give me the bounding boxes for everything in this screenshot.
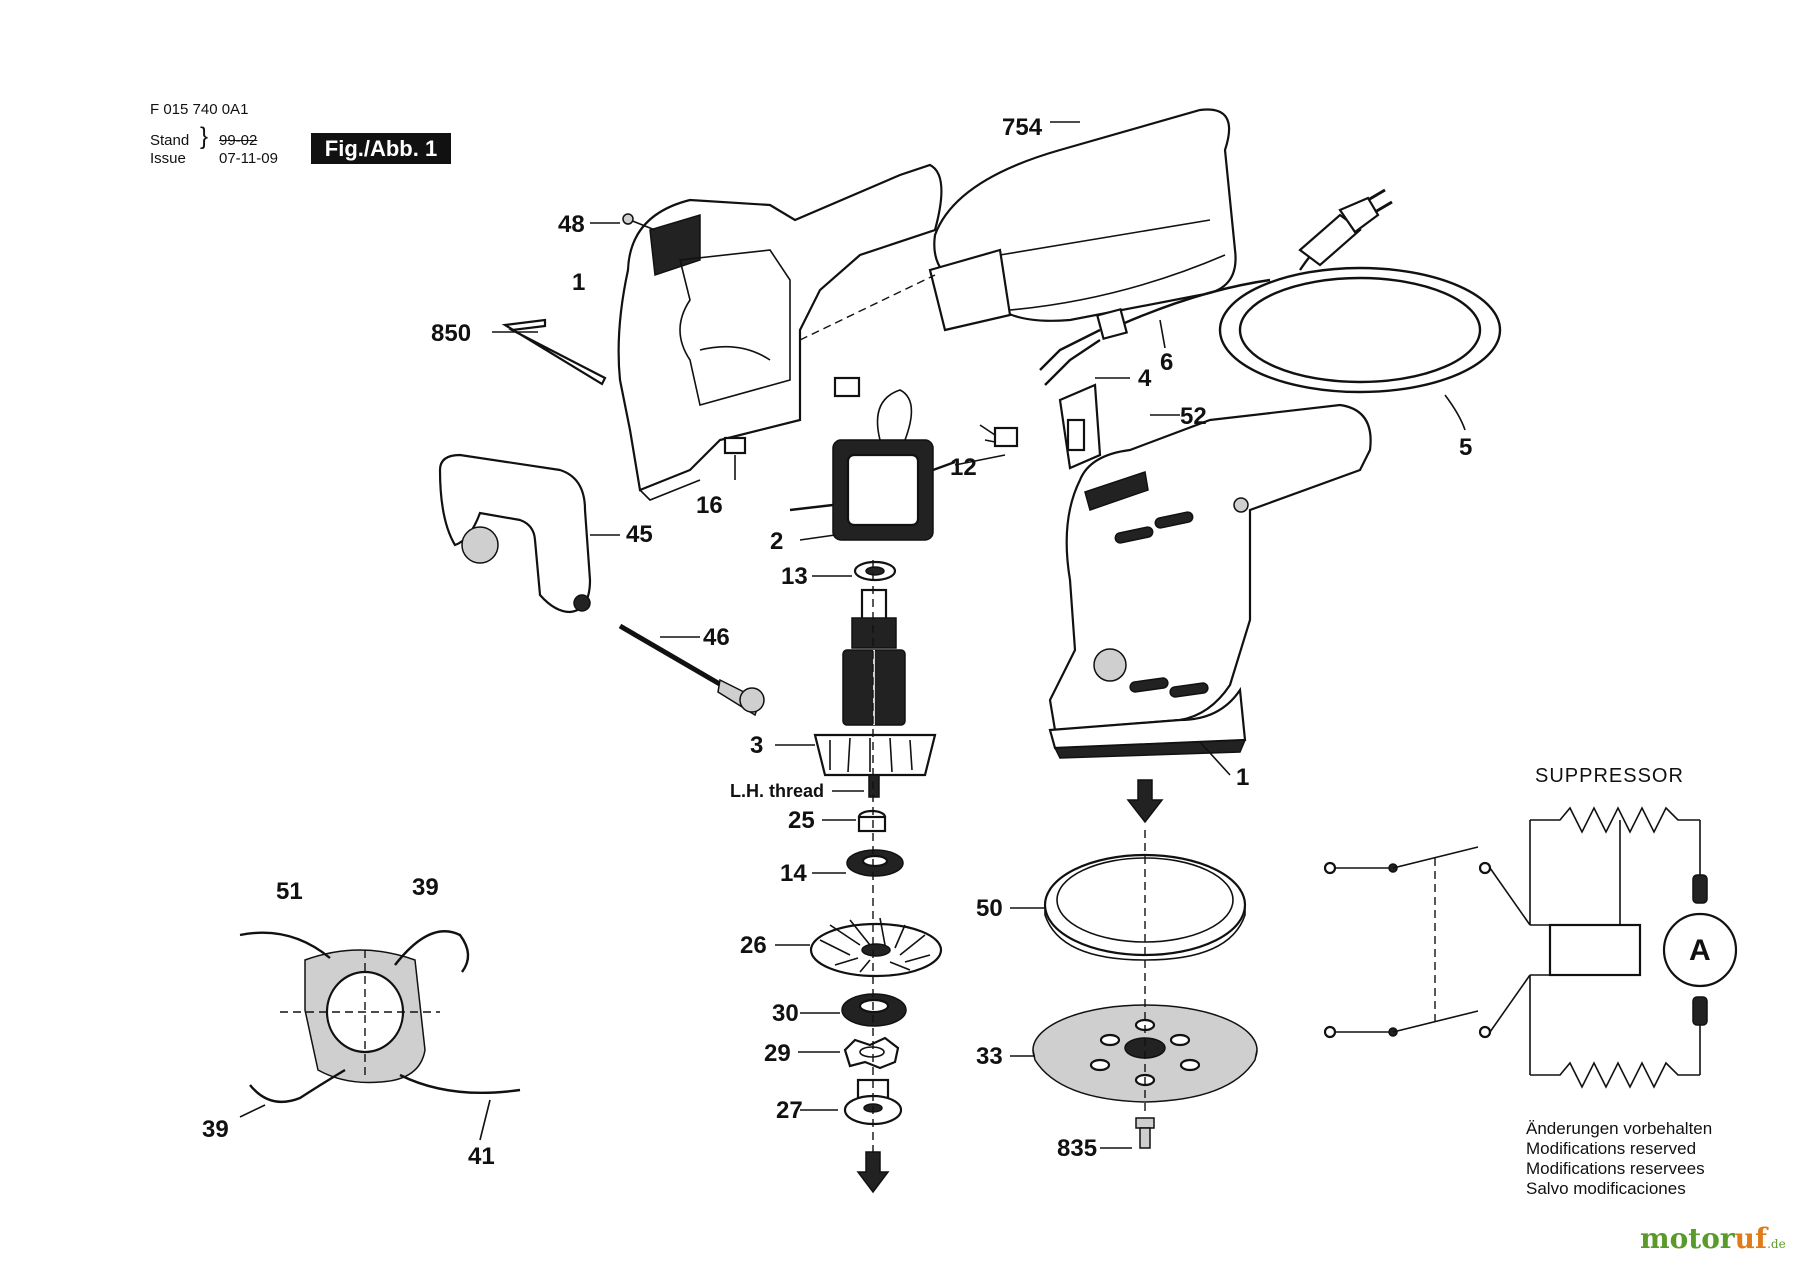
part-armature	[813, 588, 937, 798]
callout-754: 754	[1002, 114, 1043, 141]
callout-41: 41	[468, 1143, 495, 1170]
note-fr: Modifications reservees	[1526, 1159, 1705, 1178]
callout-14: 14	[780, 860, 807, 887]
motor-symbol: A	[1689, 934, 1711, 967]
note-en: Modifications reserved	[1526, 1139, 1697, 1158]
modification-notes: Änderungen vorbehalten Modifications res…	[1526, 1119, 1712, 1199]
note-es: Salvo modificaciones	[1526, 1179, 1686, 1198]
callout-6: 6	[1160, 349, 1173, 376]
callout-12: 12	[950, 454, 977, 481]
callout-39-bottom: 39	[202, 1116, 229, 1143]
callout-45: 45	[626, 521, 653, 548]
callout-52: 52	[1180, 403, 1207, 430]
part-handle-bolt	[618, 623, 765, 717]
figure-label: Fig./Abb. 1	[311, 133, 451, 164]
part-hex-key	[501, 318, 607, 386]
callout-51: 51	[276, 878, 303, 905]
callout-lh-thread: L.H. thread	[730, 781, 824, 801]
issue-label: Issue	[150, 150, 186, 167]
part-field-coil-detail	[239, 930, 521, 1103]
part-suppressor	[1058, 383, 1102, 470]
callout-2: 2	[770, 528, 783, 555]
old-date: 99-02	[219, 132, 258, 149]
part-bearing-lower	[841, 993, 907, 1027]
part-bearing-middle	[846, 849, 904, 877]
brand-tld: .de	[1767, 1237, 1786, 1251]
callout-4: 4	[1138, 365, 1152, 392]
part-bearing-top	[853, 560, 897, 582]
part-assembled-sander	[1048, 403, 1372, 759]
note-de: Änderungen vorbehalten	[1526, 1119, 1713, 1138]
callout-29: 29	[764, 1040, 791, 1067]
callout-835: 835	[1057, 1135, 1097, 1162]
callout-1-sander: 1	[1236, 764, 1249, 791]
callout-27: 27	[776, 1097, 803, 1124]
brace: }	[200, 123, 209, 150]
part-carrying-case	[928, 108, 1237, 332]
stand-label: Stand	[150, 132, 190, 149]
callout-46: 46	[703, 624, 730, 651]
part-circlip	[843, 1036, 900, 1070]
callout-50: 50	[976, 895, 1003, 922]
callout-13: 13	[781, 563, 808, 590]
part-power-cord	[1039, 188, 1502, 394]
document-number: F 015 740 0A1	[150, 101, 249, 118]
callout-39-top: 39	[412, 874, 439, 901]
schematic-title: SUPPRESSOR	[1535, 765, 1684, 787]
part-carbon-brushes	[723, 376, 1019, 455]
callout-3: 3	[750, 732, 763, 759]
part-sanding-pad	[1032, 1004, 1258, 1103]
part-housing-half	[617, 163, 943, 501]
part-fan	[809, 917, 943, 978]
callout-1-top: 1	[572, 269, 585, 296]
brand-name-part-b: uf	[1734, 1222, 1768, 1255]
part-pad-screw	[1135, 1117, 1155, 1149]
callout-26: 26	[740, 932, 767, 959]
callout-33: 33	[976, 1043, 1003, 1070]
callout-16: 16	[696, 492, 723, 519]
callout-5: 5	[1459, 434, 1472, 461]
callout-25: 25	[788, 807, 815, 834]
callout-48: 48	[558, 211, 585, 238]
part-field-coil	[789, 389, 956, 541]
brand-name-part-a: motor	[1640, 1222, 1735, 1255]
callout-30: 30	[772, 1000, 799, 1027]
part-auxiliary-handle	[438, 453, 592, 614]
part-screw	[622, 213, 656, 231]
brand-logo: motoruf.de	[1640, 1222, 1786, 1255]
suppressor-schematic	[1323, 806, 1738, 1089]
issue-date: 07-11-09	[219, 150, 278, 167]
callout-850: 850	[431, 320, 471, 347]
part-washer	[857, 809, 887, 833]
